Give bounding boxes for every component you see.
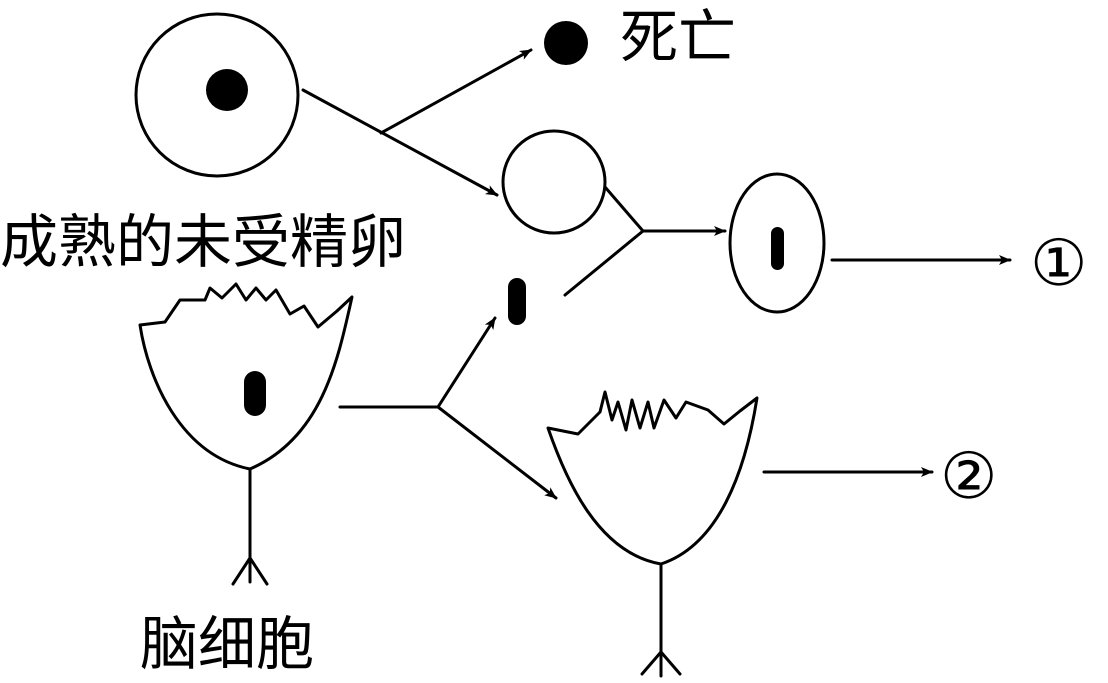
egg-nucleus: [206, 69, 248, 111]
result-1-label: ①: [1030, 227, 1087, 301]
brain-cell-nucleus: [244, 371, 266, 416]
enucleated-brain-cell-axon: [640, 562, 682, 678]
egg-split-lines: [301, 48, 533, 197]
result-2-label: ②: [940, 440, 997, 514]
brain-cell: [138, 282, 354, 586]
brain-cell-label: 脑细胞: [140, 610, 314, 678]
fusion-lines: [563, 185, 727, 297]
removed-nucleus: [544, 21, 588, 65]
enucleated-brain-cell: [546, 390, 759, 678]
egg-label: 成熟的未受精卵: [0, 208, 406, 276]
brain-cell-split-lines: [338, 316, 558, 500]
reconstructed-nucleus: [771, 227, 784, 270]
mature-egg-cell: [134, 12, 300, 178]
reconstructed-egg: [728, 172, 826, 314]
enucleated-egg: [501, 129, 607, 235]
transferred-nucleus: [508, 278, 526, 325]
death-label: 死亡: [620, 3, 736, 71]
brain-cell-axon: [231, 467, 269, 586]
